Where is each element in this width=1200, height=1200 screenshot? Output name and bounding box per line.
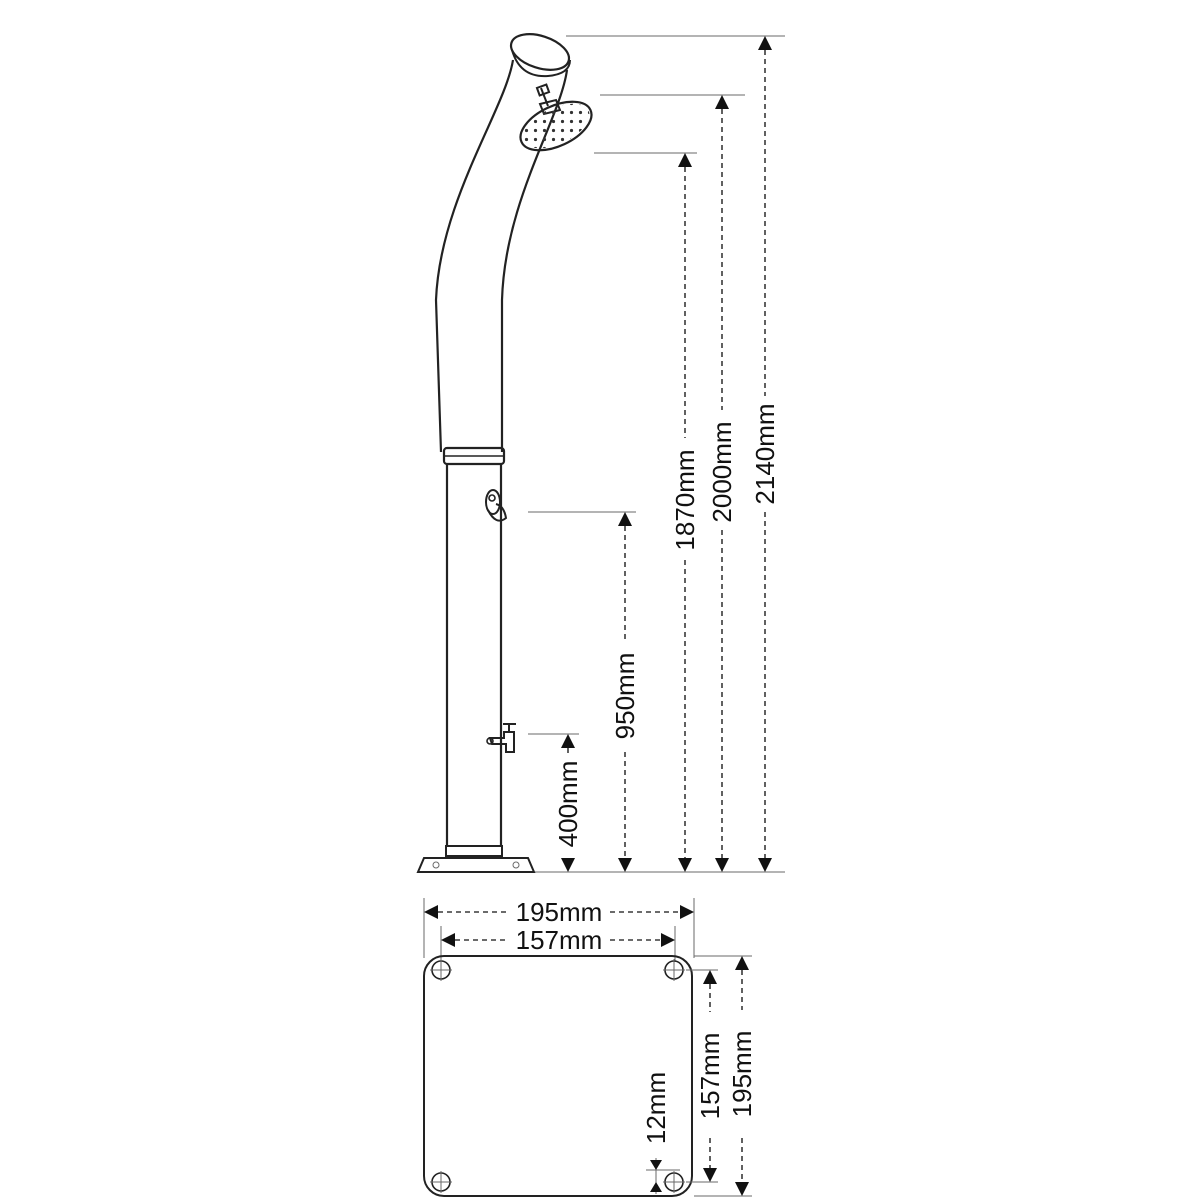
dim-base-height-outer: 195mm: [727, 956, 757, 1196]
mounting-hole-top-right: [663, 959, 685, 981]
label-400mm: 400mm: [553, 761, 583, 848]
mounting-hole-bottom-right: [663, 1171, 685, 1193]
dim-base-width-holes: 157mm: [441, 925, 675, 955]
dim-height-head: 2000mm: [707, 95, 737, 872]
dim-hole-offset: 12mm: [641, 1072, 671, 1194]
base-plate-outline: [423, 955, 693, 1197]
label-1870mm: 1870mm: [670, 449, 700, 550]
upper-tube-right: [500, 69, 569, 452]
shower-column: [416, 33, 597, 873]
label-hole-offset-12mm: 12mm: [641, 1072, 671, 1144]
label-2140mm: 2140mm: [750, 403, 780, 504]
dim-height-total: 2140mm: [750, 36, 780, 872]
label-base-height-195mm: 195mm: [727, 1031, 757, 1118]
upper-tube: [434, 59, 515, 453]
extension-lines: [528, 35, 785, 873]
mounting-hole-top-left: [430, 959, 452, 981]
label-950mm: 950mm: [610, 653, 640, 740]
foot-shower-valve: [485, 489, 508, 522]
base-plate-top-view: [423, 898, 695, 1197]
mounting-hole-bottom-left: [430, 1171, 452, 1193]
label-base-width-157mm: 157mm: [516, 925, 603, 955]
label-base-height-157mm: 157mm: [695, 1033, 725, 1120]
tap: [486, 723, 516, 753]
shower-head: [515, 83, 597, 158]
top-cap: [509, 33, 571, 71]
dim-height-foot-shower: 950mm: [610, 512, 640, 872]
dim-base-width-outer: 195mm: [424, 897, 694, 927]
label-2000mm: 2000mm: [707, 421, 737, 522]
dim-base-height-holes: 157mm: [695, 970, 725, 1182]
base-plate-side: [416, 857, 536, 873]
dim-height-head-bottom: 1870mm: [670, 153, 700, 872]
label-base-width-195mm: 195mm: [516, 897, 603, 927]
dim-height-tap: 400mm: [553, 734, 583, 872]
